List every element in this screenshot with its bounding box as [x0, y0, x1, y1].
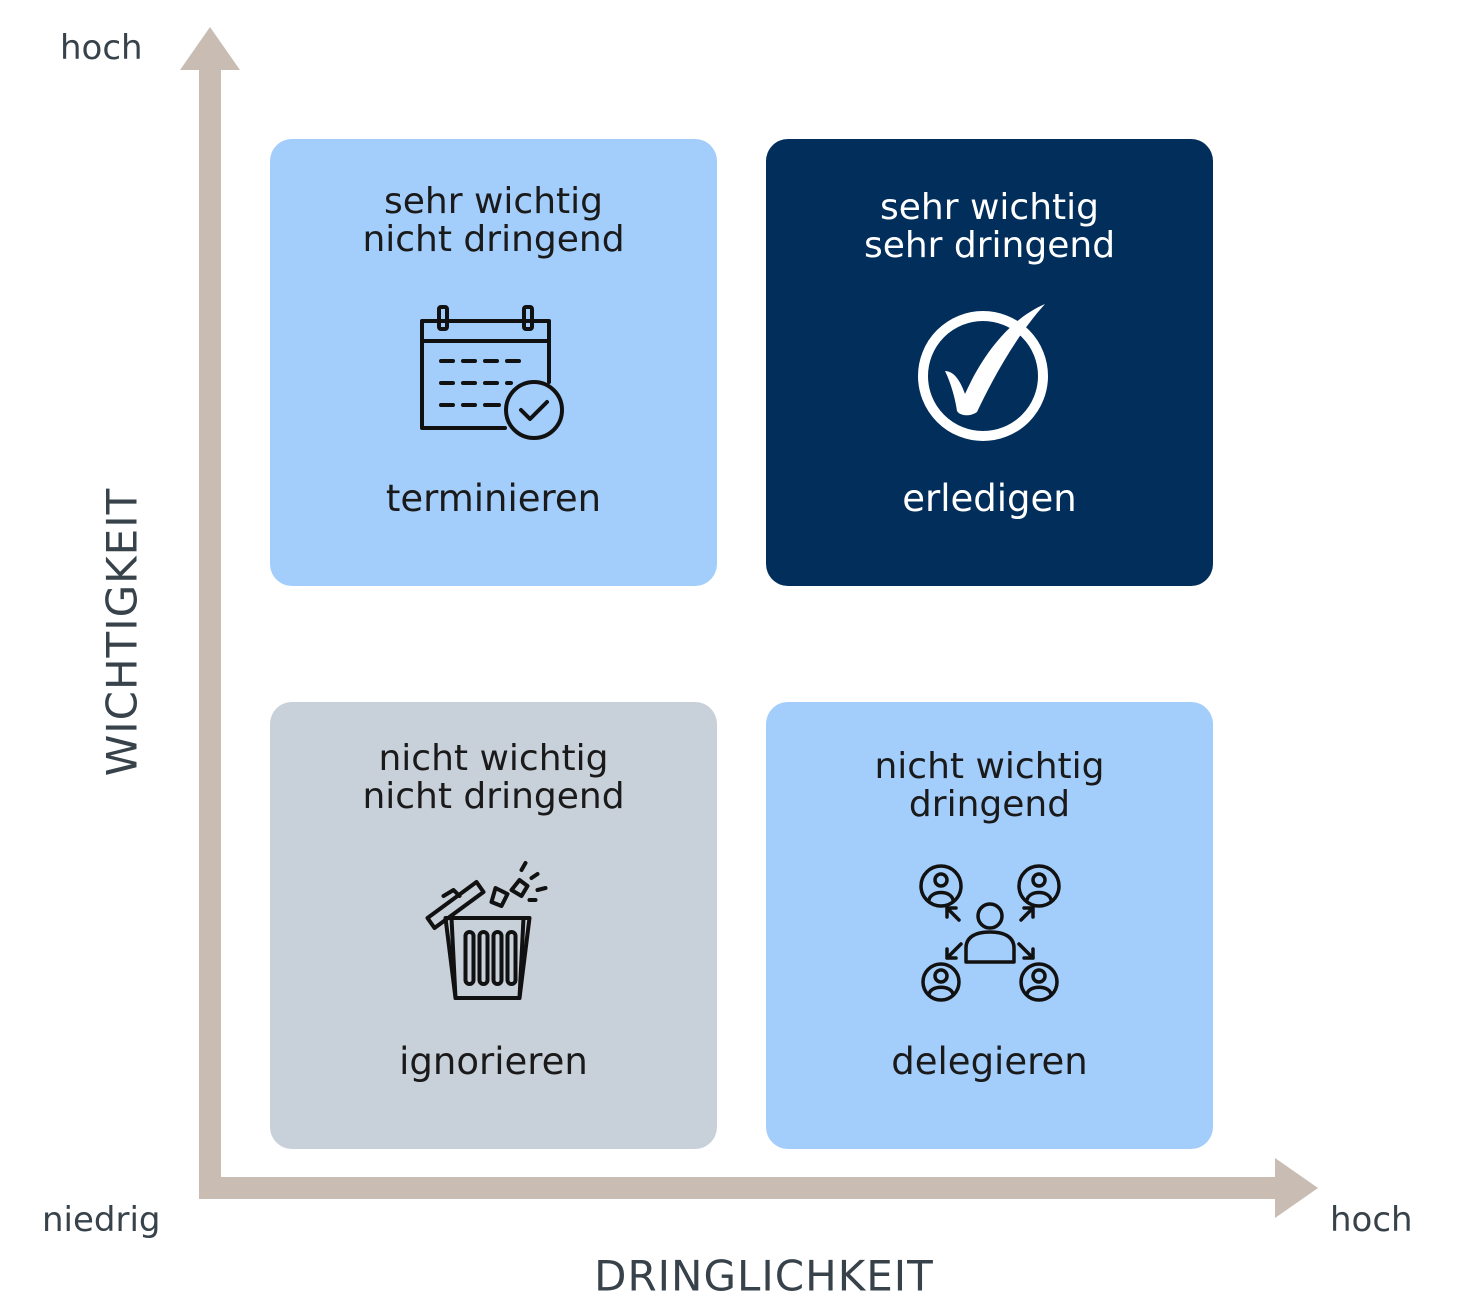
heading-line-1: sehr wichtig	[880, 187, 1099, 228]
y-axis-arrowhead	[180, 27, 240, 70]
delegate-people-icon	[918, 864, 1061, 1002]
x-axis-title: DRINGLICHKEIT	[594, 1251, 934, 1301]
y-axis-high-label: hoch	[60, 28, 143, 68]
quadrant-heading: nicht wichtig dringend	[766, 748, 1213, 824]
quadrant-action: terminieren	[385, 477, 602, 520]
quadrant-schedule: sehr wichtig nicht dringend terminieren	[270, 139, 717, 586]
x-axis-low-label: niedrig	[42, 1200, 161, 1240]
heading-line-2: nicht dringend	[362, 219, 625, 260]
heading-line-1: sehr wichtig	[384, 181, 603, 222]
quadrant-action: erledigen	[902, 477, 1077, 520]
quadrant-action: delegieren	[891, 1040, 1088, 1083]
check-circle-icon	[917, 304, 1048, 441]
heading-line-2: dringend	[908, 784, 1071, 825]
quadrant-heading: nicht wichtig nicht dringend	[270, 740, 717, 816]
quadrant-delegate: nicht wichtig dringend	[766, 702, 1213, 1149]
heading-line-1: nicht wichtig	[874, 746, 1105, 787]
x-axis-high-label: hoch	[1330, 1200, 1413, 1240]
trash-can-icon	[425, 861, 547, 1000]
heading-line-2: sehr dringend	[863, 225, 1116, 266]
quadrant-eliminate: nicht wichtig nicht dringend ignorieren	[270, 702, 717, 1149]
y-axis-title: WICHTIGKEIT	[97, 487, 147, 777]
heading-line-1: nicht wichtig	[378, 738, 609, 779]
heading-line-2: nicht dringend	[362, 776, 625, 817]
quadrant-heading: sehr wichtig sehr dringend	[766, 189, 1213, 265]
quadrant-action: ignorieren	[399, 1040, 588, 1083]
calendar-check-icon	[419, 305, 564, 440]
x-axis-arrowhead	[1275, 1158, 1318, 1218]
quadrant-heading: sehr wichtig nicht dringend	[270, 183, 717, 259]
quadrant-do: sehr wichtig sehr dringend erledigen	[766, 139, 1213, 586]
